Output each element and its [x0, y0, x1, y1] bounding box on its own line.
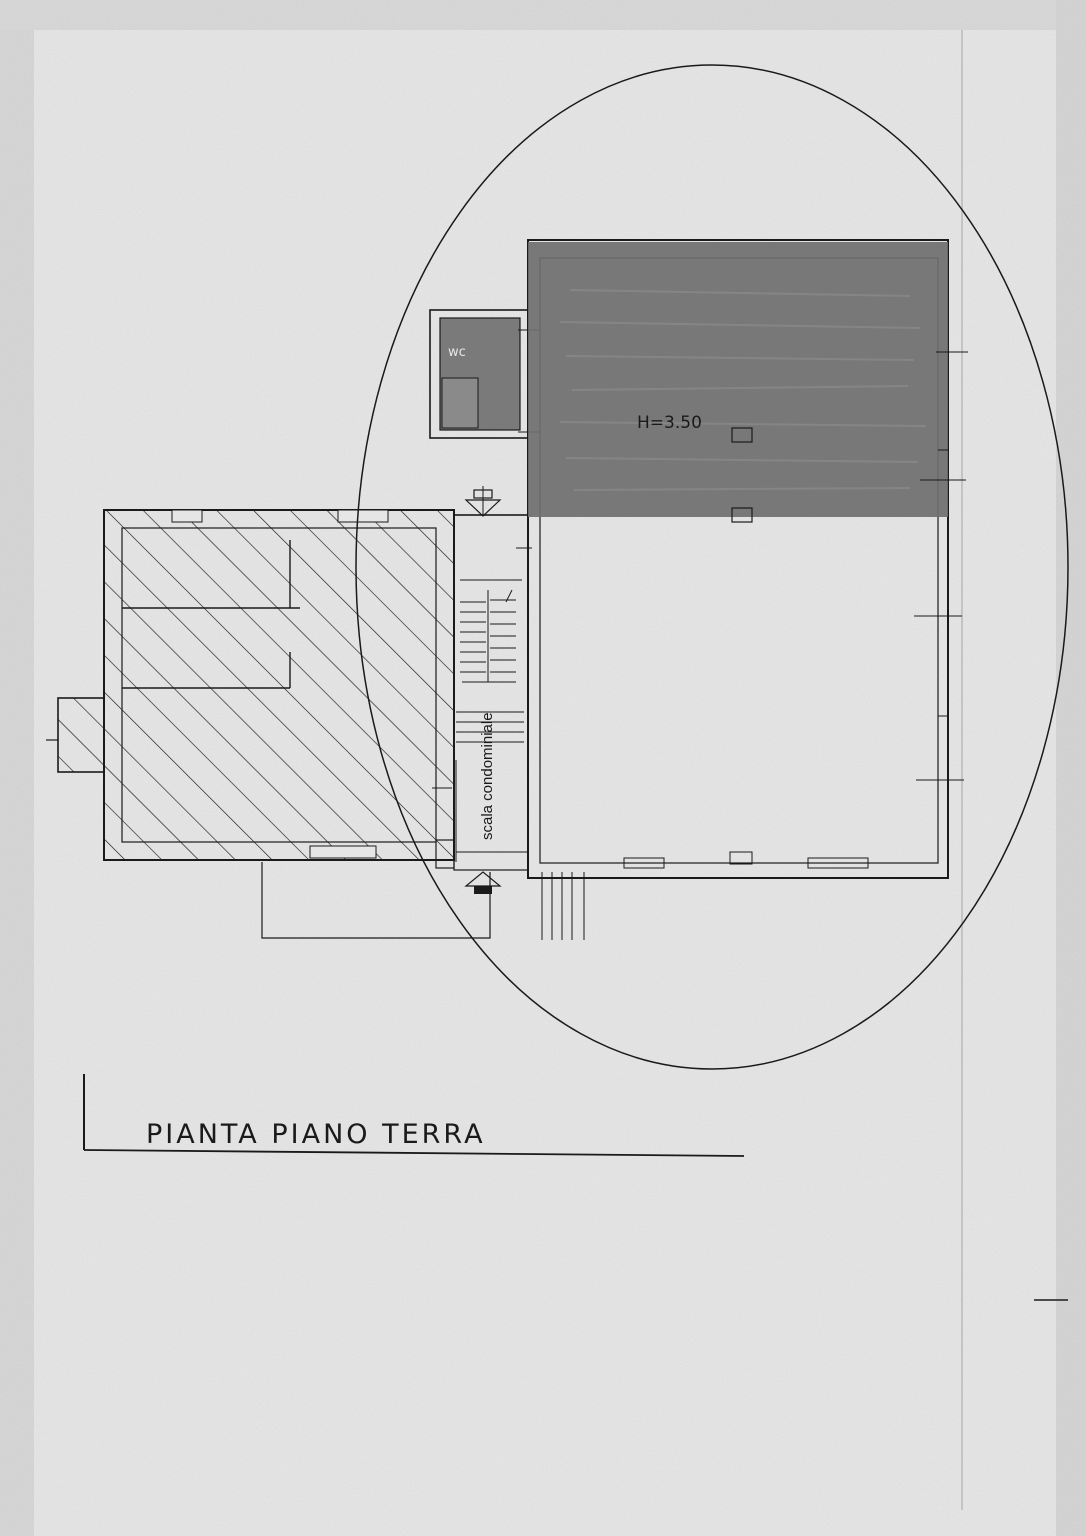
- entrance-marker-top: [464, 486, 502, 517]
- annex-mark: wc: [448, 345, 466, 360]
- highlighted-area: [528, 242, 948, 517]
- drawing-title: PIANTA PIANO TERRA: [146, 1119, 486, 1150]
- highlight-ellipse: [355, 64, 1069, 1070]
- room-height-label: H=3.50: [637, 413, 702, 433]
- unit-outer-wall: [527, 239, 949, 879]
- hatched-building: [46, 509, 455, 869]
- main-unit: [527, 239, 968, 940]
- courtyard-outline: [261, 862, 491, 939]
- stair-label: scala condominiale: [479, 712, 496, 840]
- entrance-marker-bottom: [464, 871, 502, 894]
- title-underline: [83, 1149, 745, 1157]
